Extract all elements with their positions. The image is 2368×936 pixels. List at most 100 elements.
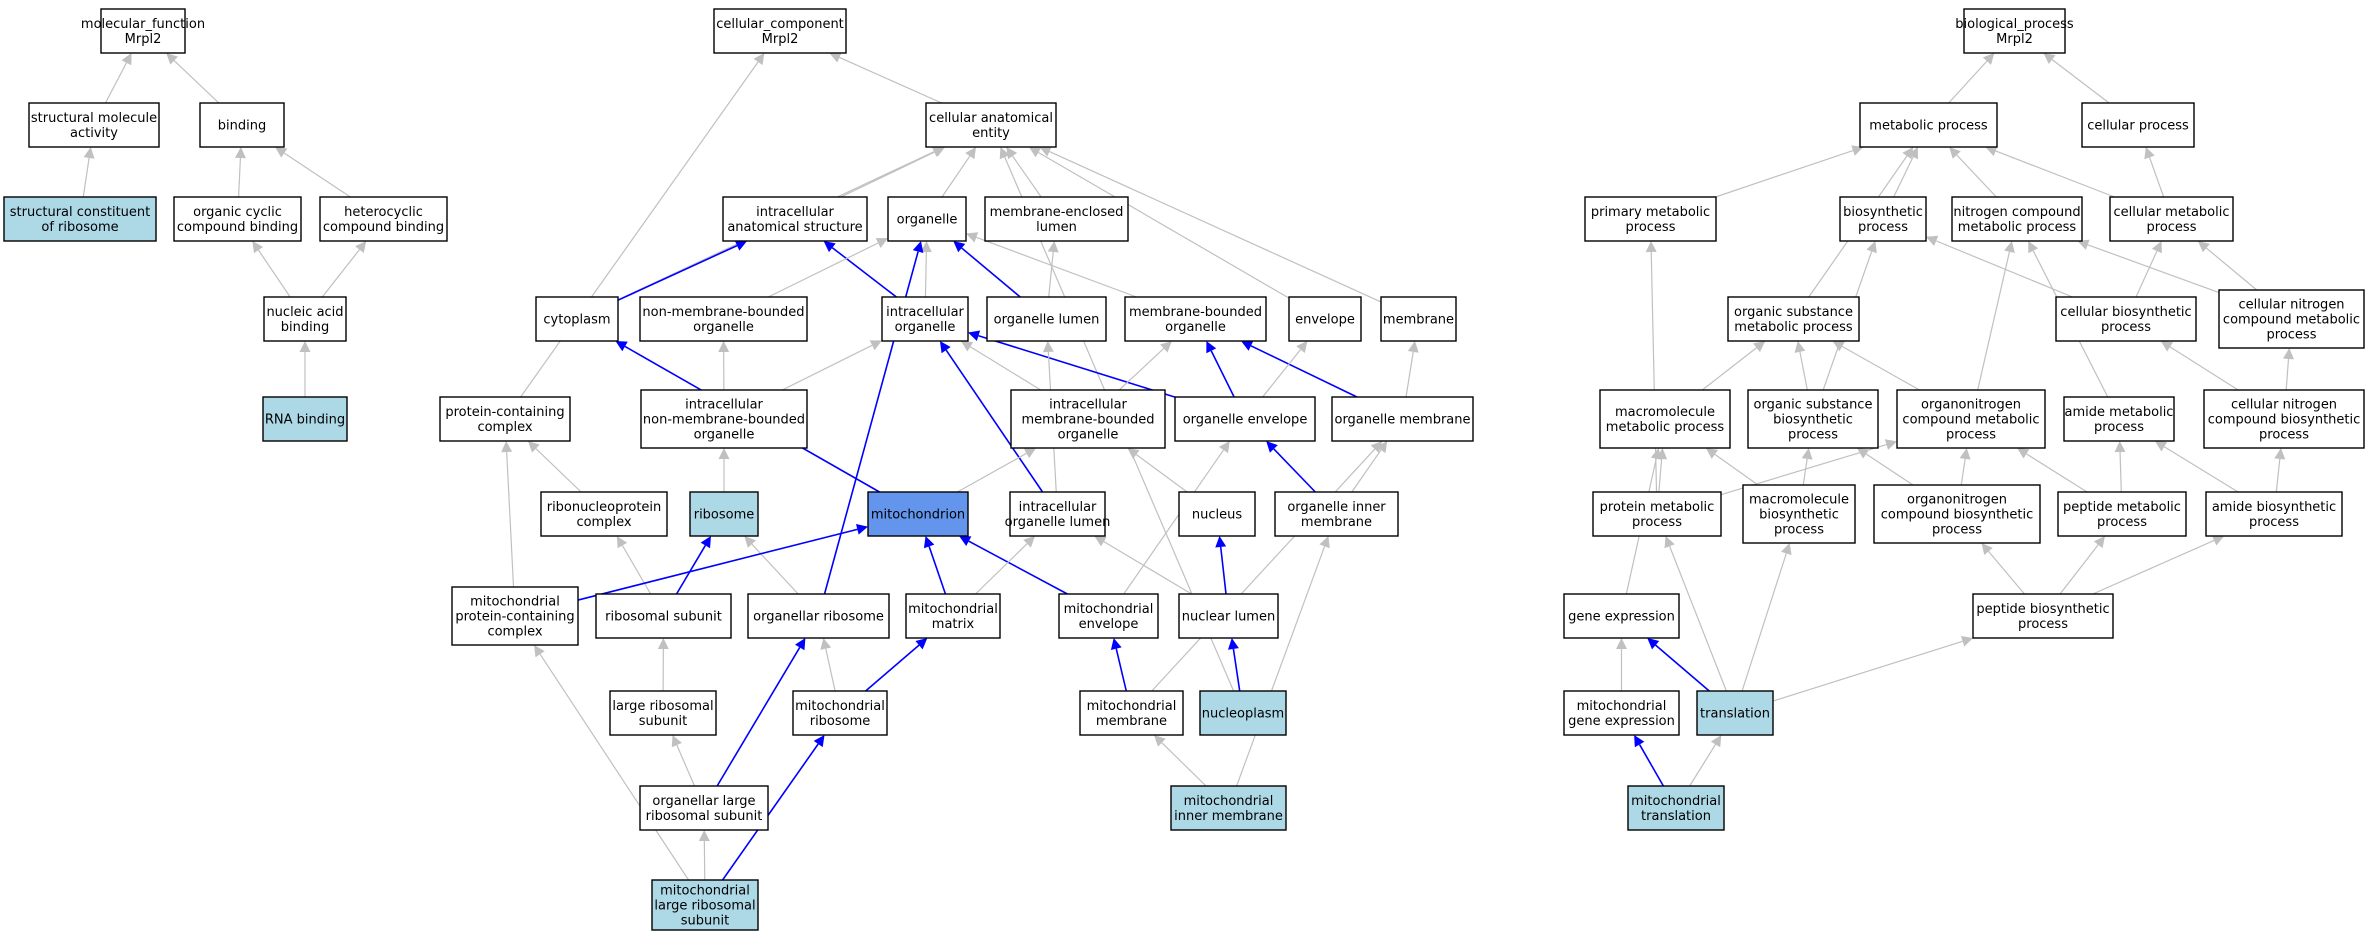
node-box (1972, 593, 2114, 639)
go-term-node-mp[interactable]: metabolic process (1859, 102, 1998, 148)
go-term-node-envelope[interactable]: envelope (1288, 296, 1362, 342)
node-label-line: membrane-enclosed (990, 205, 1124, 220)
node-label-line: binding (218, 119, 266, 134)
node-label-line: intracellular (685, 398, 763, 413)
go-term-node-rnab[interactable]: RNA binding (262, 396, 348, 442)
node-box (1170, 785, 1287, 831)
edge-arrowhead (1023, 536, 1035, 548)
edge-line (1935, 240, 2073, 298)
edge-line (1701, 347, 1757, 391)
go-term-node-inmbo[interactable]: intracellularnon-membrane-boundedorganel… (640, 389, 808, 449)
node-label-line: matrix (932, 617, 975, 632)
go-term-node-oe[interactable]: organelle envelope (1174, 396, 1316, 442)
edge-binding-to-mf (166, 53, 220, 104)
node-label-line: nucleus (1192, 508, 1242, 523)
go-term-node-nucleoplasm[interactable]: nucleoplasm (1199, 690, 1287, 736)
node-box (689, 491, 759, 537)
go-term-node-cytoplasm[interactable]: cytoplasm (535, 296, 619, 342)
node-label-line: macromolecule (1749, 493, 1849, 508)
go-term-node-ol[interactable]: organelle lumen (986, 296, 1107, 342)
go-term-node-mito[interactable]: mitochondrion (867, 491, 969, 537)
edge-arrowhead (1110, 638, 1122, 650)
go-term-node-ge[interactable]: gene expression (1563, 593, 1680, 639)
node-label-line: mitochondrial (795, 699, 885, 714)
edge-arrowhead (820, 638, 832, 650)
go-term-node-orib[interactable]: organellar ribosome (747, 593, 890, 639)
edge-line (1262, 349, 1301, 398)
go-term-node-om[interactable]: organelle membrane (1331, 396, 1474, 442)
edge-arrowhead (527, 441, 540, 453)
go-term-node-nl[interactable]: nuclear lumen (1178, 593, 1279, 639)
go-term-node-ribosome[interactable]: ribosome (689, 491, 759, 537)
go-term-node-nucleus[interactable]: nucleus (1178, 491, 1256, 537)
edge-ol-to-mel (1047, 241, 1059, 298)
go-term-node-binding[interactable]: binding (199, 102, 285, 148)
edge-arrowhead (1634, 735, 1645, 748)
node-box (792, 690, 888, 736)
node-label-line: primary metabolic (1591, 205, 1710, 220)
edge-line (941, 155, 971, 198)
node-box (2057, 491, 2187, 537)
node-label-line: peptide metabolic (2063, 500, 2181, 515)
go-term-node-organelle[interactable]: organelle (887, 196, 967, 242)
node-label-line: metabolic process (1958, 220, 2077, 235)
go-term-node-membrane[interactable]: membrane (1380, 296, 1457, 342)
go-term-node-cp[interactable]: cellular process (2081, 102, 2195, 148)
edge-mlrsu-to-mrib (721, 735, 825, 881)
go-term-node-translation[interactable]: translation (1696, 690, 1774, 736)
node-label-line: structural molecule (31, 111, 157, 126)
edge-line (1741, 553, 1787, 692)
edge-line (1995, 150, 2115, 198)
go-term-node-rsu[interactable]: ribosomal subunit (595, 593, 732, 639)
node-label-line: cellular nitrogen (2231, 398, 2337, 413)
